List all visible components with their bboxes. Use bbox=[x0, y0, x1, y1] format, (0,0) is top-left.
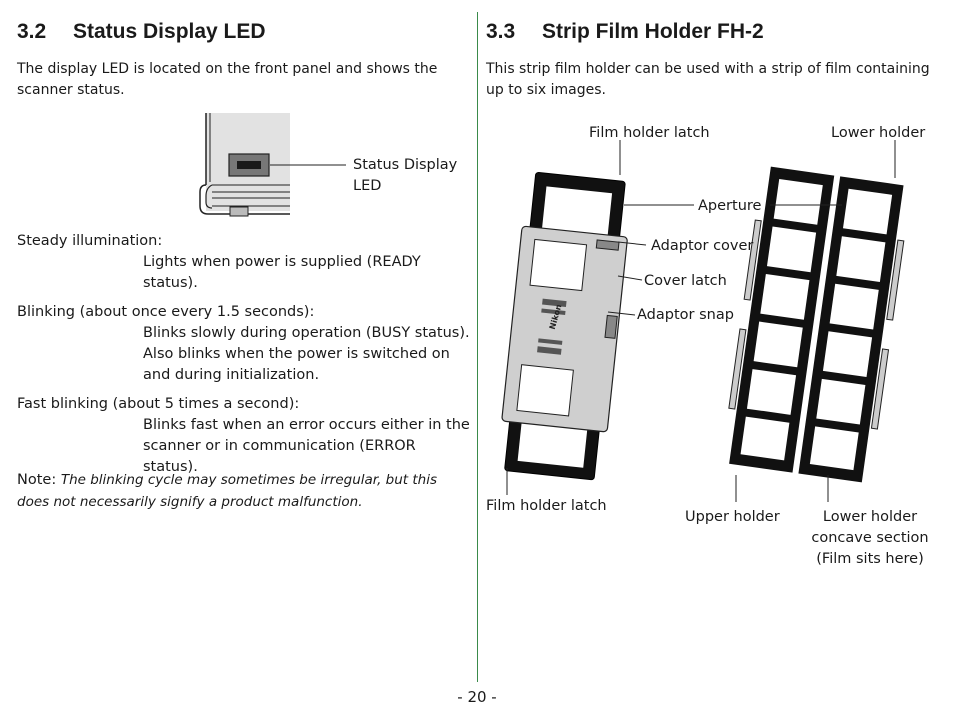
column-divider bbox=[477, 12, 478, 682]
label-adaptor-cover: Adaptor cover bbox=[651, 238, 754, 254]
film-holder-intro: This strip film holder can be used with … bbox=[486, 61, 930, 98]
film-holder-illustration: Nikon bbox=[501, 140, 905, 502]
section-title: Status Display LED bbox=[73, 20, 266, 43]
status-fast-blinking-desc: Blinks fast when an error occurs either … bbox=[143, 417, 470, 475]
section-heading-film-holder: 3.3 Strip Film Holder FH-2 bbox=[486, 20, 764, 44]
lower-holder-pair bbox=[728, 166, 905, 483]
section-number: 3.2 bbox=[17, 20, 47, 43]
page-number: - 20 - bbox=[457, 688, 497, 706]
note-text: The blinking cycle may sometimes be irre… bbox=[17, 472, 438, 510]
section-title: Strip Film Holder FH-2 bbox=[542, 20, 764, 43]
status-steady-title: Steady illumination: bbox=[17, 233, 163, 249]
status-steady-desc: Lights when power is supplied (READY sta… bbox=[143, 254, 421, 291]
led-callout-leader bbox=[270, 164, 346, 166]
label-cover-latch: Cover latch bbox=[644, 273, 727, 289]
label-film-holder-latch-top: Film holder latch bbox=[589, 125, 710, 141]
status-led-intro: The display LED is located on the front … bbox=[17, 61, 438, 98]
section-number: 3.3 bbox=[486, 20, 516, 43]
label-upper-holder: Upper holder bbox=[685, 509, 780, 525]
section-heading-status-led: 3.2 Status Display LED bbox=[17, 20, 266, 44]
status-blinking-desc: Blinks slowly during operation (BUSY sta… bbox=[143, 325, 470, 383]
note-label: Note: bbox=[17, 472, 57, 488]
note-block: Note: The blinking cycle may sometimes b… bbox=[17, 469, 472, 513]
status-fast-blinking-title: Fast blinking (about 5 times a second): bbox=[17, 396, 300, 412]
upper-holder-with-adaptor: Nikon bbox=[501, 171, 628, 481]
label-film-holder-latch-bottom: Film holder latch bbox=[486, 498, 607, 514]
label-lower-holder-concave: Lower holder concave section (Film sits … bbox=[811, 509, 929, 567]
label-aperture: Aperture bbox=[698, 198, 762, 214]
led-callout-label: Status Display LED bbox=[353, 157, 458, 194]
status-blinking-title: Blinking (about once every 1.5 seconds): bbox=[17, 304, 315, 320]
label-lower-holder: Lower holder bbox=[831, 125, 926, 141]
label-adaptor-snap: Adaptor snap bbox=[637, 307, 734, 323]
scanner-front-panel-illustration bbox=[199, 113, 290, 217]
callout-leaders bbox=[506, 140, 896, 502]
